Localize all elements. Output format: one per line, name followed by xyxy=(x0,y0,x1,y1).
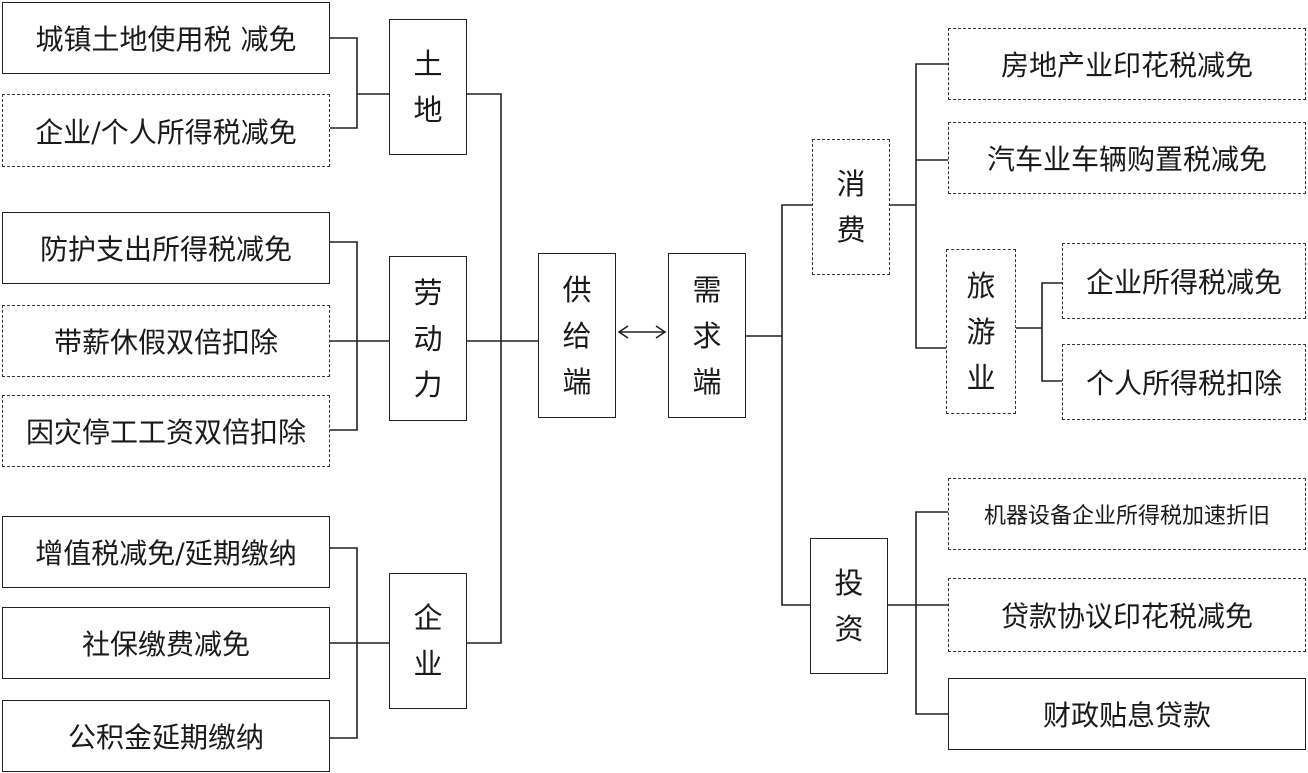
investment-item-3: 财政贴息贷款 xyxy=(948,678,1306,750)
supply-side-node: 供 给 端 xyxy=(538,253,616,418)
supply-char-3: 端 xyxy=(562,364,592,399)
labor-node: 劳 动 力 xyxy=(389,256,467,421)
investment-item-2-label: 贷款协议印花税减免 xyxy=(1000,600,1253,633)
consumption-item-1-label: 房地产业印花税减免 xyxy=(1000,49,1253,82)
demand-char-2: 求 xyxy=(692,318,722,353)
land-node: 土 地 xyxy=(389,19,467,155)
supply-char-1: 供 xyxy=(562,272,592,307)
labor-item-1: 防护支出所得税减免 xyxy=(2,212,330,284)
enterprise-char-2: 业 xyxy=(413,647,443,681)
investment-char-1: 投 xyxy=(834,566,864,600)
investment-node: 投 资 xyxy=(810,538,888,674)
investment-item-3-label: 财政贴息贷款 xyxy=(1042,699,1211,732)
investment-item-1-label: 机器设备企业所得税加速折旧 xyxy=(983,504,1270,529)
tourism-item-2: 个人所得税扣除 xyxy=(1062,344,1306,420)
tourism-char-1: 旅 xyxy=(966,268,996,303)
labor-item-3: 因灾停工工资双倍扣除 xyxy=(2,395,330,467)
supply-char-2: 给 xyxy=(562,318,592,353)
enterprise-node: 企 业 xyxy=(389,573,467,709)
consumption-item-2-label: 汽车业车辆购置税减免 xyxy=(986,143,1267,176)
consumption-char-2: 费 xyxy=(836,213,866,247)
double-arrow xyxy=(617,325,667,339)
land-item-2-label: 企业/个人所得税减免 xyxy=(35,115,297,149)
enterprise-item-1-label: 增值税减免/延期缴纳 xyxy=(35,537,297,570)
tourism-char-3: 业 xyxy=(966,360,996,395)
tourism-item-1: 企业所得税减免 xyxy=(1062,243,1306,319)
tourism-node: 旅 游 业 xyxy=(946,249,1016,414)
enterprise-item-2-label: 社保缴费减免 xyxy=(81,628,250,661)
enterprise-item-3-label: 公积金延期缴纳 xyxy=(67,721,264,754)
investment-char-2: 资 xyxy=(834,612,864,646)
consumption-item-1: 房地产业印花税减免 xyxy=(948,28,1306,100)
consumption-item-2: 汽车业车辆购置税减免 xyxy=(948,122,1306,194)
labor-item-1-label: 防护支出所得税减免 xyxy=(39,233,292,266)
land-char-2: 地 xyxy=(413,93,443,127)
tourism-char-2: 游 xyxy=(966,314,996,349)
labor-char-1: 劳 xyxy=(413,275,443,310)
tourism-item-1-label: 企业所得税减免 xyxy=(1085,266,1282,299)
labor-char-3: 力 xyxy=(413,367,443,402)
land-item-2: 企业/个人所得税减免 xyxy=(2,94,330,167)
enterprise-item-3: 公积金延期缴纳 xyxy=(2,700,330,772)
demand-char-1: 需 xyxy=(692,272,722,307)
labor-item-2: 带薪休假双倍扣除 xyxy=(2,305,330,377)
tourism-item-2-label: 个人所得税扣除 xyxy=(1085,367,1282,400)
consumption-node: 消 费 xyxy=(812,139,890,275)
enterprise-item-2: 社保缴费减免 xyxy=(2,607,330,679)
land-item-1-label: 城镇土地使用税 减免 xyxy=(35,23,297,56)
land-char-1: 土 xyxy=(413,47,443,81)
investment-item-1: 机器设备企业所得税加速折旧 xyxy=(948,478,1306,550)
enterprise-char-1: 企 xyxy=(413,601,443,635)
land-item-1: 城镇土地使用税 减免 xyxy=(2,2,330,74)
labor-item-3-label: 因灾停工工资双倍扣除 xyxy=(25,416,306,449)
consumption-char-1: 消 xyxy=(836,167,866,201)
demand-side-node: 需 求 端 xyxy=(668,253,746,418)
labor-item-2-label: 带薪休假双倍扣除 xyxy=(53,326,278,359)
demand-char-3: 端 xyxy=(692,364,722,399)
labor-char-2: 动 xyxy=(413,321,443,356)
investment-item-2: 贷款协议印花税减免 xyxy=(948,578,1306,652)
enterprise-item-1: 增值税减免/延期缴纳 xyxy=(2,516,330,588)
